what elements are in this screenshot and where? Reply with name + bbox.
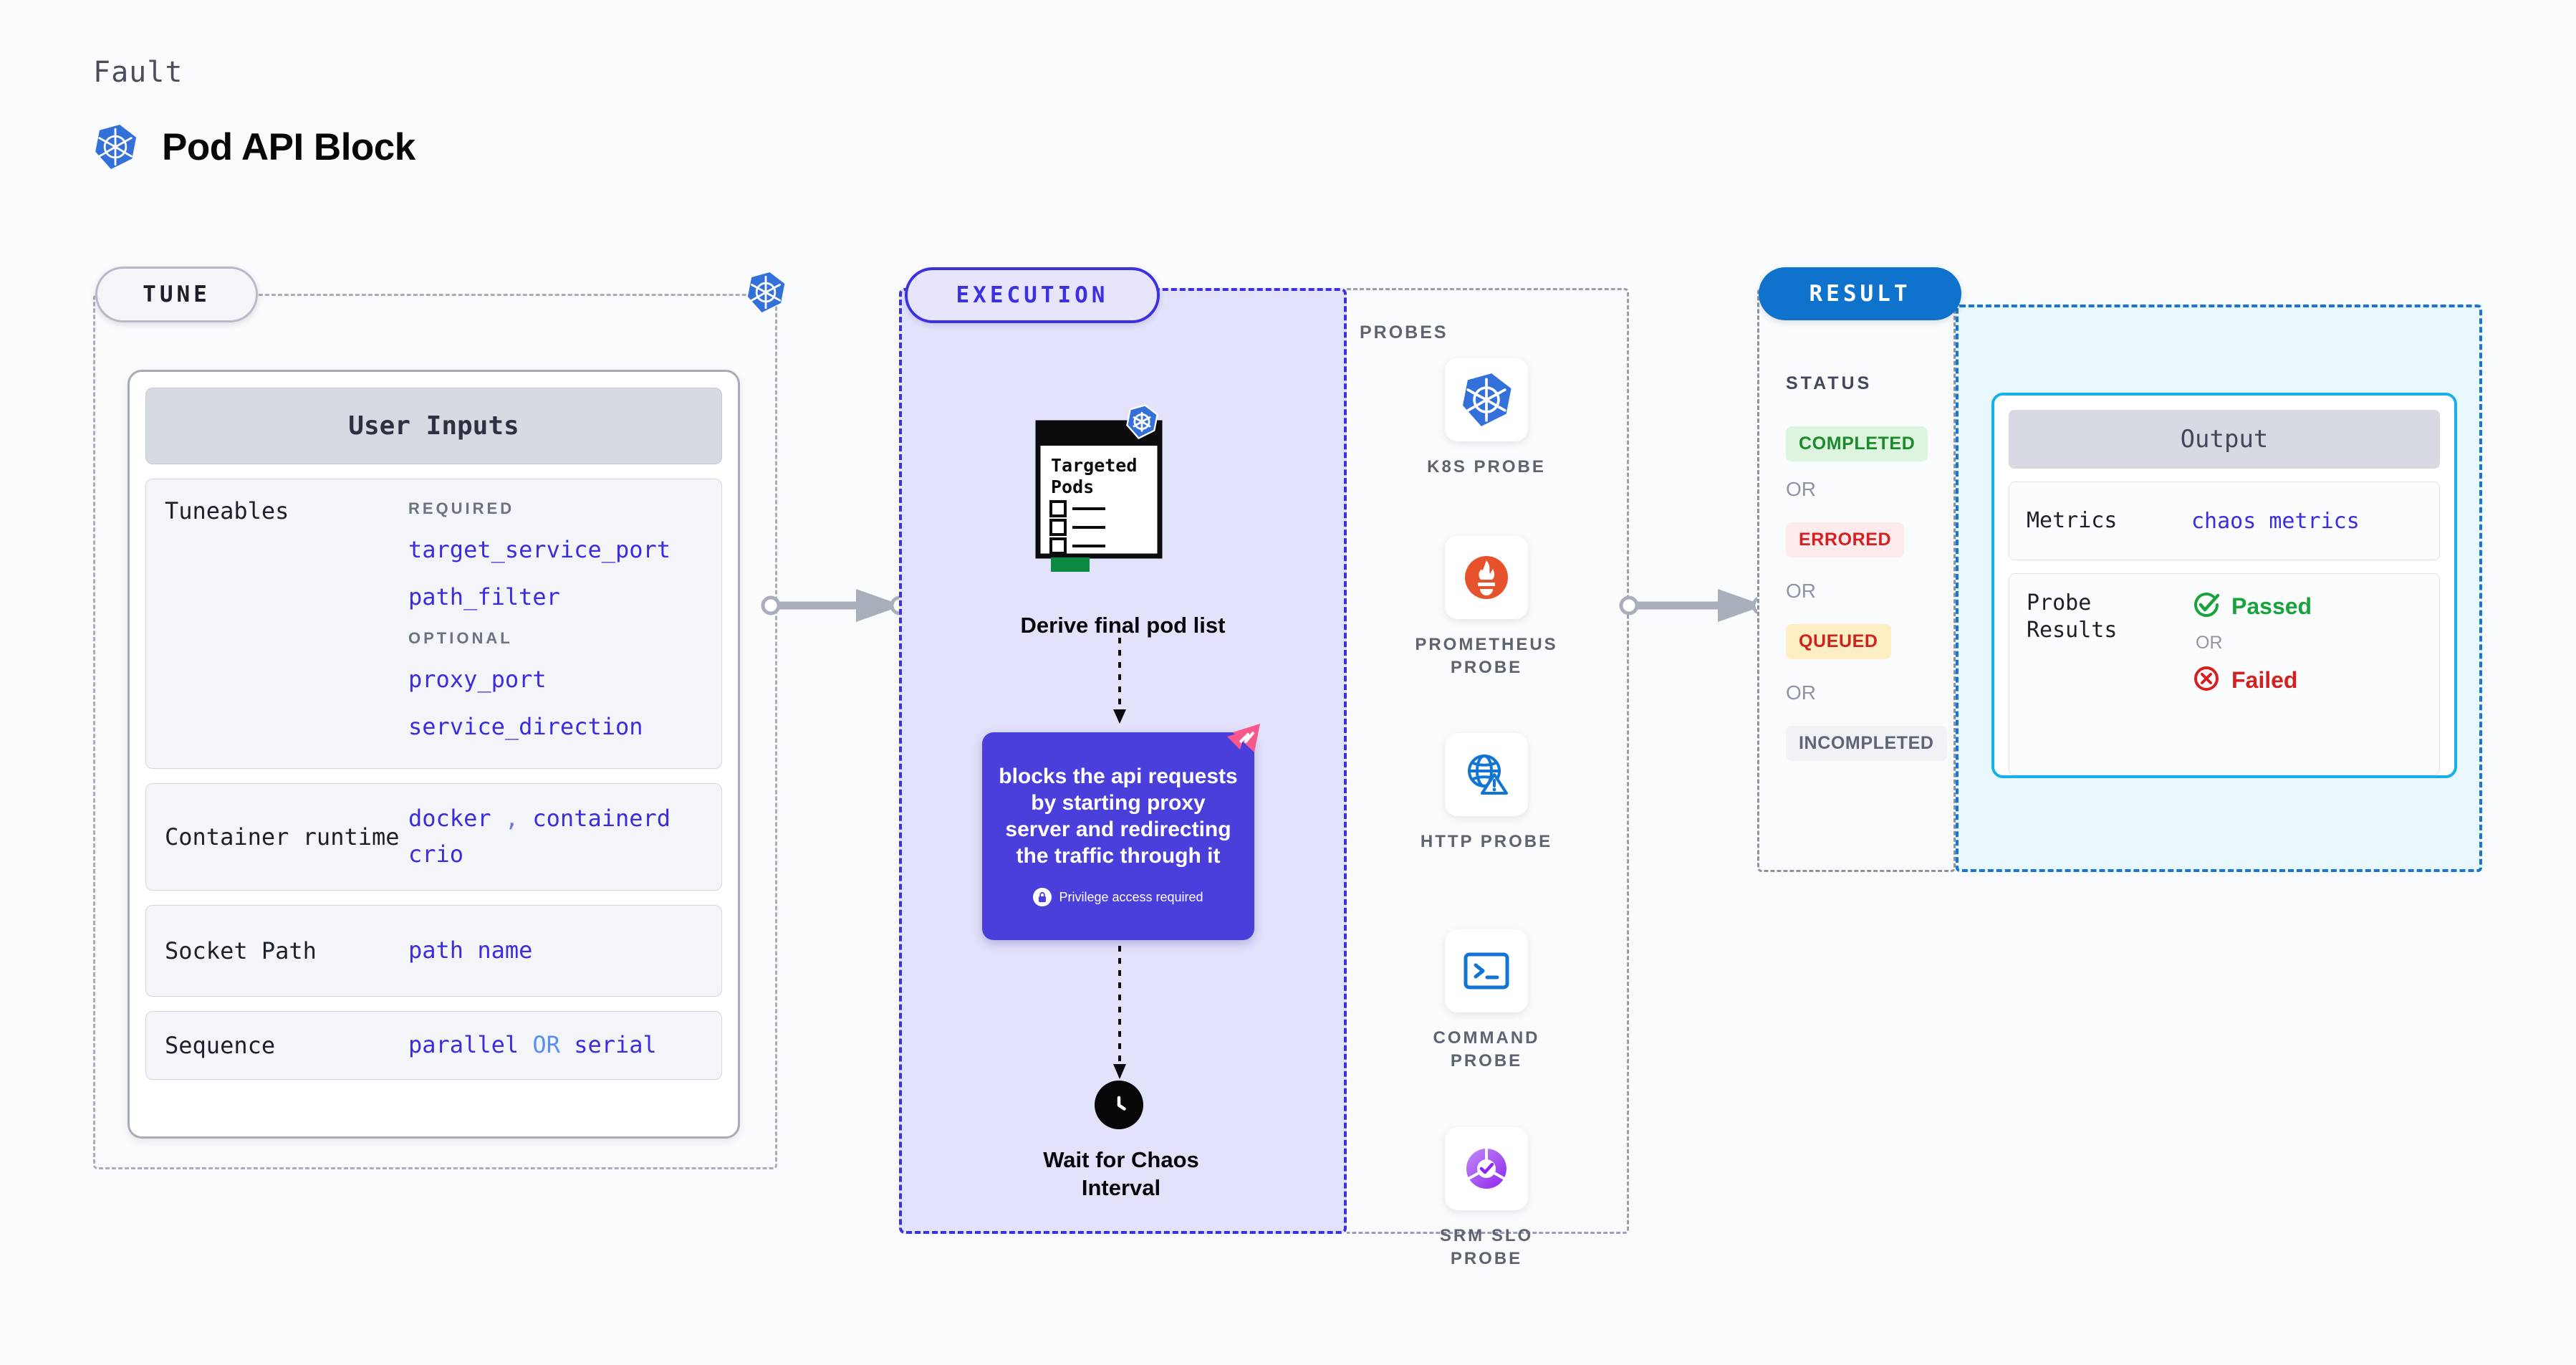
probe-results-verdicts: Passed OR Failed [2191, 590, 2312, 696]
container-runtime-label: Container runtime [165, 823, 400, 851]
probe-item-command[interactable]: COMMAND PROBE [1400, 929, 1572, 1073]
runtime-containerd[interactable]: containerd [532, 805, 671, 833]
runtime-docker[interactable]: docker [408, 805, 491, 833]
sequence-or-keyword: OR [532, 1031, 560, 1059]
status-section-title: STATUS [1786, 373, 1873, 393]
tuneable-proxy-port[interactable]: proxy_port [408, 666, 547, 694]
container-runtime-row: Container runtime docker , containerd cr… [145, 783, 722, 891]
wait-for-chaos-interval-label: Wait for Chaos Interval [989, 1146, 1254, 1202]
probe-label: K8S PROBE [1427, 457, 1546, 476]
probe-label: COMMAND PROBE [1433, 1028, 1540, 1071]
tuneable-service-direction[interactable]: service_direction [408, 712, 643, 740]
tuneables-row: Tuneables REQUIRED target_service_port p… [145, 479, 722, 769]
tuneables-values: REQUIRED target_service_port path_filter… [408, 497, 671, 745]
metrics-value[interactable]: chaos metrics [2191, 508, 2360, 534]
fault-title-row: Pod API Block [93, 123, 415, 171]
fault-eyebrow-label: Fault [93, 56, 183, 89]
result-status-panel [1757, 288, 1956, 872]
sequence-values: parallel OR serial [408, 1028, 657, 1063]
user-inputs-header: User Inputs [145, 388, 722, 464]
clock-icon [1095, 1081, 1143, 1129]
kubernetes-icon [746, 271, 786, 317]
privilege-note: Privilege access required [1033, 888, 1203, 907]
chaos-logo-icon [1224, 721, 1264, 762]
svg-text:Pods: Pods [1051, 476, 1094, 497]
metrics-row: Metrics chaos metrics [2009, 482, 2440, 560]
runtime-crio[interactable]: crio [408, 840, 464, 868]
derive-pod-list-label: Derive final pod list [1020, 613, 1226, 638]
lock-icon [1033, 888, 1052, 907]
globe-warning-icon [1445, 733, 1528, 816]
privilege-note-text: Privilege access required [1059, 889, 1203, 904]
terminal-icon [1445, 929, 1528, 1012]
status-badge-incompleted: INCOMPLETED [1786, 726, 1947, 761]
status-badge-errored: ERRORED [1786, 522, 1905, 557]
kubernetes-icon [1445, 358, 1528, 441]
status-or-1: OR [1786, 478, 1816, 500]
metrics-label: Metrics [2027, 507, 2118, 533]
tune-stage-pill[interactable]: TUNE [95, 267, 258, 322]
probe-label: HTTP PROBE [1420, 832, 1553, 851]
probe-item-k8s[interactable]: K8S PROBE [1400, 358, 1572, 479]
action-description-box: blocks the api requests by starting prox… [982, 724, 1260, 940]
verdict-failed: Failed [2191, 664, 2312, 696]
status-or-3: OR [1786, 681, 1816, 704]
runtime-separator: , [504, 805, 519, 833]
page-title: Pod API Block [162, 125, 415, 168]
result-stage-pill[interactable]: RESULT [1759, 267, 1961, 320]
svg-text:Targeted: Targeted [1051, 455, 1137, 476]
tuneable-path-filter[interactable]: path_filter [408, 583, 560, 610]
probe-label: PROMETHEUS PROBE [1415, 635, 1558, 678]
kubernetes-icon [93, 123, 138, 171]
passed-label: Passed [2231, 593, 2312, 619]
flow-arrow-derive-to-action [1113, 638, 1126, 724]
wait-label-line1: Wait for Chaos [1043, 1147, 1199, 1172]
socket-path-label: Socket Path [165, 937, 317, 964]
connector-execution-to-result [1619, 589, 1772, 622]
status-badge-completed: COMPLETED [1786, 426, 1928, 461]
tuneable-target-service-port[interactable]: target_service_port [408, 536, 671, 564]
probe-label: SRM SLO PROBE [1439, 1226, 1534, 1269]
execution-stage-pill[interactable]: EXECUTION [905, 267, 1160, 323]
probe-item-http[interactable]: HTTP PROBE [1400, 733, 1572, 853]
verdict-or: OR [2196, 633, 2223, 653]
kubernetes-icon [1125, 404, 1158, 443]
failed-label: Failed [2231, 666, 2298, 693]
sequence-row: Sequence parallel OR serial [145, 1011, 722, 1080]
tune-panel [93, 294, 777, 1169]
wait-label-line2: Interval [1081, 1174, 1161, 1200]
probes-section-title: PROBES [1360, 322, 1448, 343]
tuneables-label: Tuneables [165, 497, 289, 525]
status-or-2: OR [1786, 580, 1816, 602]
slo-donut-icon [1445, 1127, 1528, 1210]
probe-item-prometheus[interactable]: PROMETHEUS PROBE [1400, 536, 1572, 680]
sequence-parallel[interactable]: parallel [408, 1031, 519, 1059]
container-runtime-values: docker , containerd crio [408, 801, 671, 872]
status-badge-queued: QUEUED [1786, 624, 1891, 659]
probe-item-srm-slo[interactable]: SRM SLO PROBE [1400, 1127, 1572, 1271]
action-description-text: blocks the api requests by starting prox… [999, 764, 1238, 868]
prometheus-icon [1445, 536, 1528, 619]
verdict-passed: Passed [2191, 590, 2312, 623]
user-inputs-card: User Inputs Tuneables REQUIRED target_se… [128, 370, 740, 1139]
x-circle-icon [2191, 664, 2221, 696]
optional-kicker: OPTIONAL [408, 629, 513, 648]
connector-tune-to-execution [761, 589, 910, 622]
socket-path-row: Socket Path path name [145, 905, 722, 997]
sequence-serial[interactable]: serial [574, 1031, 657, 1059]
required-kicker: REQUIRED [408, 499, 515, 517]
socket-path-value[interactable]: path name [408, 937, 533, 964]
flow-arrow-action-to-wait [1113, 946, 1126, 1079]
sequence-label: Sequence [165, 1032, 276, 1059]
check-circle-icon [2191, 590, 2221, 623]
output-card-header: Output [2009, 410, 2440, 469]
